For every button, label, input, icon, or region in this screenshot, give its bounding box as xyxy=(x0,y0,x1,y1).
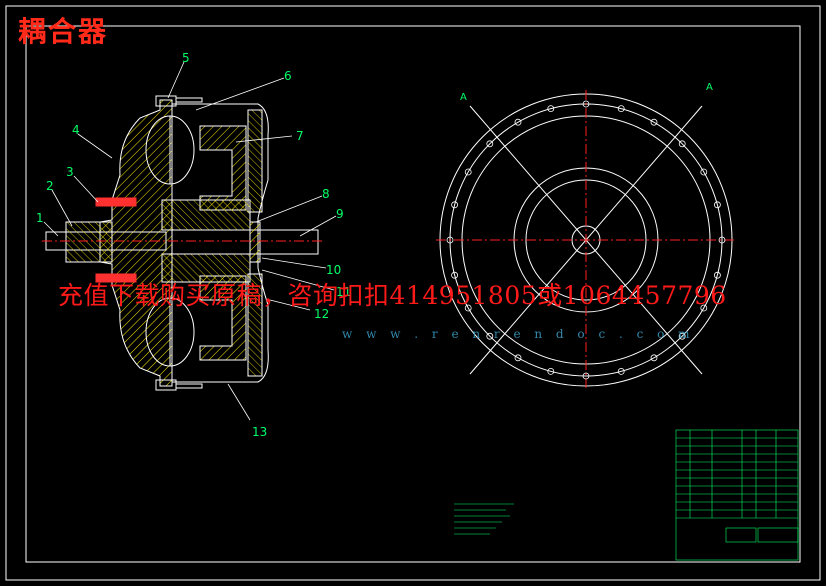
drawing-title: 耦合器 xyxy=(18,15,109,48)
stud-upper xyxy=(95,197,137,207)
bolt-hole xyxy=(582,372,590,380)
bolt-hole xyxy=(547,367,555,375)
turbine-lower xyxy=(199,275,247,361)
hub-lower xyxy=(161,253,251,283)
section-view xyxy=(45,95,319,391)
technical-notes xyxy=(454,503,514,535)
section-marker: A xyxy=(460,92,467,103)
part-label: 4 xyxy=(72,123,80,137)
part-label: 1 xyxy=(36,211,44,225)
part-labels: 1 2 3 4 5 6 7 8 9 10 11 12 13 xyxy=(36,51,351,439)
outer-frame xyxy=(5,5,821,581)
hub xyxy=(161,199,251,231)
bolt-hole xyxy=(714,201,721,209)
part-label: 3 xyxy=(66,165,74,179)
bolt-hole xyxy=(547,105,555,112)
bolt-hole xyxy=(678,140,686,148)
turbine-upper xyxy=(199,125,247,211)
inner-frame xyxy=(25,25,801,563)
part-label: 11 xyxy=(336,285,351,299)
bolt-hole xyxy=(718,236,726,244)
input-sleeve xyxy=(65,221,113,263)
part-label: 5 xyxy=(182,51,190,65)
bolt-holes xyxy=(446,100,726,380)
bolt-hole xyxy=(650,118,658,126)
bolt-hole xyxy=(617,367,625,375)
bolt-hole xyxy=(451,201,459,209)
site-watermark: w w w . r e n r e n d o c . c o m xyxy=(342,327,695,341)
bolt-hole xyxy=(464,304,472,312)
bolt-hole xyxy=(650,354,658,362)
bolt-hole xyxy=(451,271,459,279)
part-label: 10 xyxy=(326,263,341,277)
title-block xyxy=(675,429,799,561)
flange-right xyxy=(247,109,263,213)
stud-lower xyxy=(95,273,137,283)
flange-right-lower xyxy=(247,273,263,377)
part-label: 13 xyxy=(252,425,267,439)
part-label: 6 xyxy=(284,69,292,83)
bolt-hole xyxy=(514,118,522,126)
bolt-hole xyxy=(714,271,721,279)
watermark: 充值下载购买原稿，咨询扣扣414951805或1064457796 xyxy=(58,281,727,310)
bolt-hole xyxy=(446,236,454,244)
bolt-hole xyxy=(582,100,590,108)
part-label: 12 xyxy=(314,307,329,321)
part-label: 8 xyxy=(322,187,330,201)
section-marker: A xyxy=(706,82,713,93)
bolt-hole xyxy=(700,168,708,176)
part-label: 7 xyxy=(296,129,304,143)
bolt-hole xyxy=(464,168,472,176)
bolt-hole xyxy=(617,105,625,112)
leader-lines xyxy=(43,61,337,421)
bolt-hole xyxy=(486,140,494,148)
part-label: 2 xyxy=(46,179,54,193)
bolt-hole xyxy=(700,304,708,312)
part-label: 9 xyxy=(336,207,344,221)
bolt-hole xyxy=(486,332,494,340)
bolt-hole xyxy=(678,332,686,340)
bolt-hole xyxy=(514,354,522,362)
casing-left xyxy=(99,99,173,387)
output-bearing xyxy=(249,221,261,263)
